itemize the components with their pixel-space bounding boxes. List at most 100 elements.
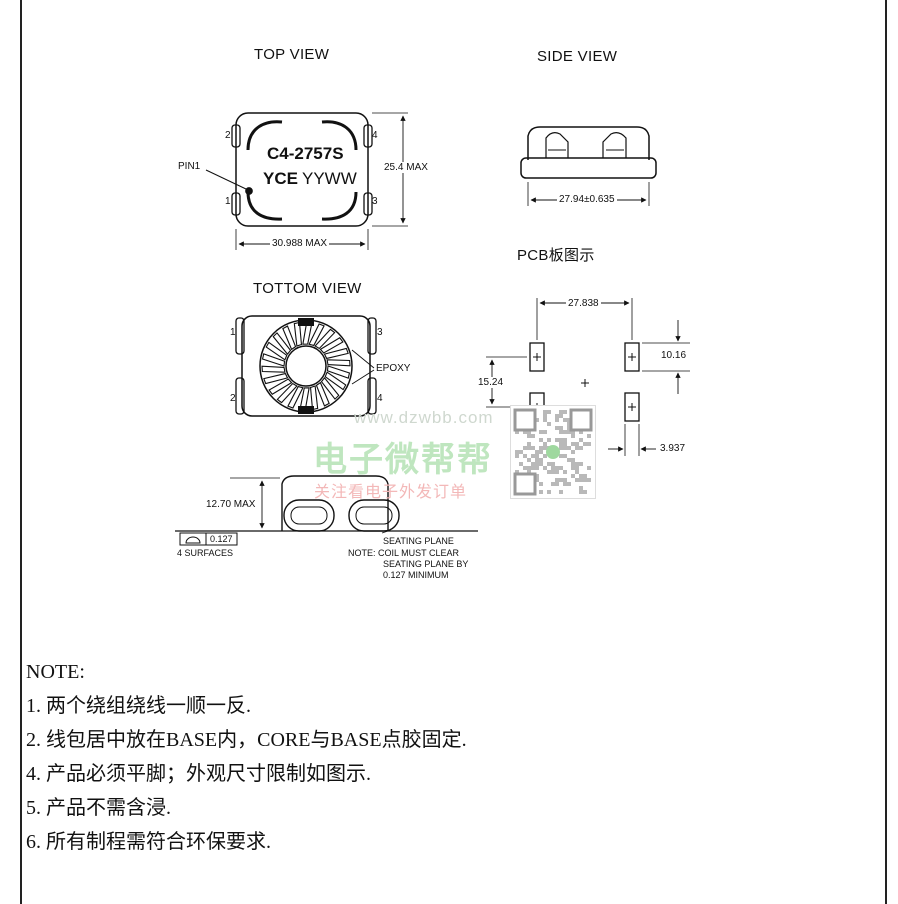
qr-module: [539, 462, 543, 466]
qr-module: [515, 454, 519, 458]
qr-module: [567, 418, 571, 422]
qr-module: [535, 450, 539, 454]
winding-turn: [309, 385, 319, 411]
qr-module: [547, 410, 551, 414]
qr-module: [555, 414, 559, 418]
qr-module: [555, 426, 559, 430]
note-item: 6. 所有制程需符合环保要求.: [26, 831, 271, 853]
qr-finder: [513, 408, 537, 432]
qr-module: [519, 462, 523, 466]
top-pin-4: 4: [372, 130, 378, 141]
qr-module: [567, 430, 571, 434]
watermark-name: 电子微帮帮: [313, 441, 493, 479]
qr-module: [535, 478, 539, 482]
qr-module: [563, 454, 567, 458]
qr-module: [563, 446, 567, 450]
qr-finder: [513, 472, 537, 496]
bottom-pin-2: 2: [230, 393, 236, 404]
qr-module: [543, 446, 547, 450]
qr-module: [583, 442, 587, 446]
qr-module: [535, 418, 539, 422]
winding-turn: [276, 382, 298, 404]
qr-module: [535, 454, 539, 458]
qr-module: [543, 430, 547, 434]
bottom-pin-4: 4: [377, 393, 383, 404]
winding-turn: [314, 328, 336, 350]
qr-module: [539, 430, 543, 434]
qr-module: [531, 462, 535, 466]
qr-module: [539, 446, 543, 450]
qr-module: [547, 438, 551, 442]
qr-module: [551, 466, 555, 470]
qr-logo: [546, 445, 560, 459]
notes-heading: NOTE:: [26, 661, 85, 683]
qr-module: [547, 462, 551, 466]
qr-module: [515, 470, 519, 474]
qr-code-pattern: [513, 408, 593, 496]
winding-turn: [293, 321, 303, 347]
bottom-view-title: TOTTOM VIEW: [253, 280, 362, 297]
bottom-pin-1: 1: [230, 327, 236, 338]
qr-module: [555, 478, 559, 482]
qr-module: [555, 482, 559, 486]
flatness-value: 0.127: [210, 534, 233, 544]
qr-module: [559, 426, 563, 430]
qr-module: [551, 470, 555, 474]
qr-module: [579, 478, 583, 482]
qr-module: [571, 430, 575, 434]
pcb-pad-width-dim: 3.937: [660, 443, 686, 454]
qr-module: [575, 466, 579, 470]
qr-module: [567, 482, 571, 486]
winding-turn: [287, 385, 304, 409]
qr-module: [543, 414, 547, 418]
qr-module: [575, 446, 579, 450]
qr-module: [587, 466, 591, 470]
qr-module: [559, 446, 563, 450]
winding-turn: [320, 377, 340, 400]
qr-module: [515, 430, 519, 434]
qr-module: [527, 446, 531, 450]
qr-module: [571, 466, 575, 470]
winding-turn: [326, 365, 351, 379]
qr-module: [563, 410, 567, 414]
qr-module: [575, 478, 579, 482]
qr-module: [587, 478, 591, 482]
part-number: C4-2757S: [267, 144, 344, 163]
brand-mark: YCE: [263, 169, 298, 188]
qr-module: [523, 430, 527, 434]
top-pin-3: 3: [372, 196, 378, 207]
qr-module: [567, 446, 571, 450]
qr-module: [551, 482, 555, 486]
qr-module: [559, 454, 563, 458]
qr-module: [583, 474, 587, 478]
qr-module: [539, 490, 543, 494]
pin1-label: PIN1: [178, 161, 201, 172]
qr-module: [551, 462, 555, 466]
qr-module: [523, 454, 527, 458]
top-height-dim: 25.4 MAX: [384, 162, 428, 173]
qr-module: [563, 430, 567, 434]
note-item: 5. 产品不需含浸.: [26, 797, 171, 819]
qr-module: [559, 410, 563, 414]
qr-module: [587, 434, 591, 438]
top-view-title: TOP VIEW: [254, 46, 330, 63]
qr-module: [515, 450, 519, 454]
qr-module: [563, 482, 567, 486]
surfaces-label: 4 SURFACES: [177, 548, 234, 558]
qr-module: [531, 454, 535, 458]
qr-module: [575, 442, 579, 446]
qr-module: [559, 430, 563, 434]
qr-module: [555, 466, 559, 470]
notes-block: NOTE: 1. 两个绕组绕线一顺一反. 2. 线包居中放在BASE内，CORE…: [26, 655, 467, 859]
winding-turn: [326, 359, 351, 367]
qr-module: [579, 486, 583, 490]
pcb-title: PCB板图示: [517, 247, 595, 264]
qr-module: [563, 478, 567, 482]
profile-height-dim: 12.70 MAX: [206, 499, 256, 510]
qr-module: [555, 470, 559, 474]
side-view-title: SIDE VIEW: [537, 48, 618, 65]
bottom-pin-3: 3: [377, 327, 383, 338]
winding-turn: [265, 341, 288, 361]
profile-view: [175, 475, 478, 546]
note-item: 1. 两个绕组绕线一顺一反.: [26, 695, 251, 717]
